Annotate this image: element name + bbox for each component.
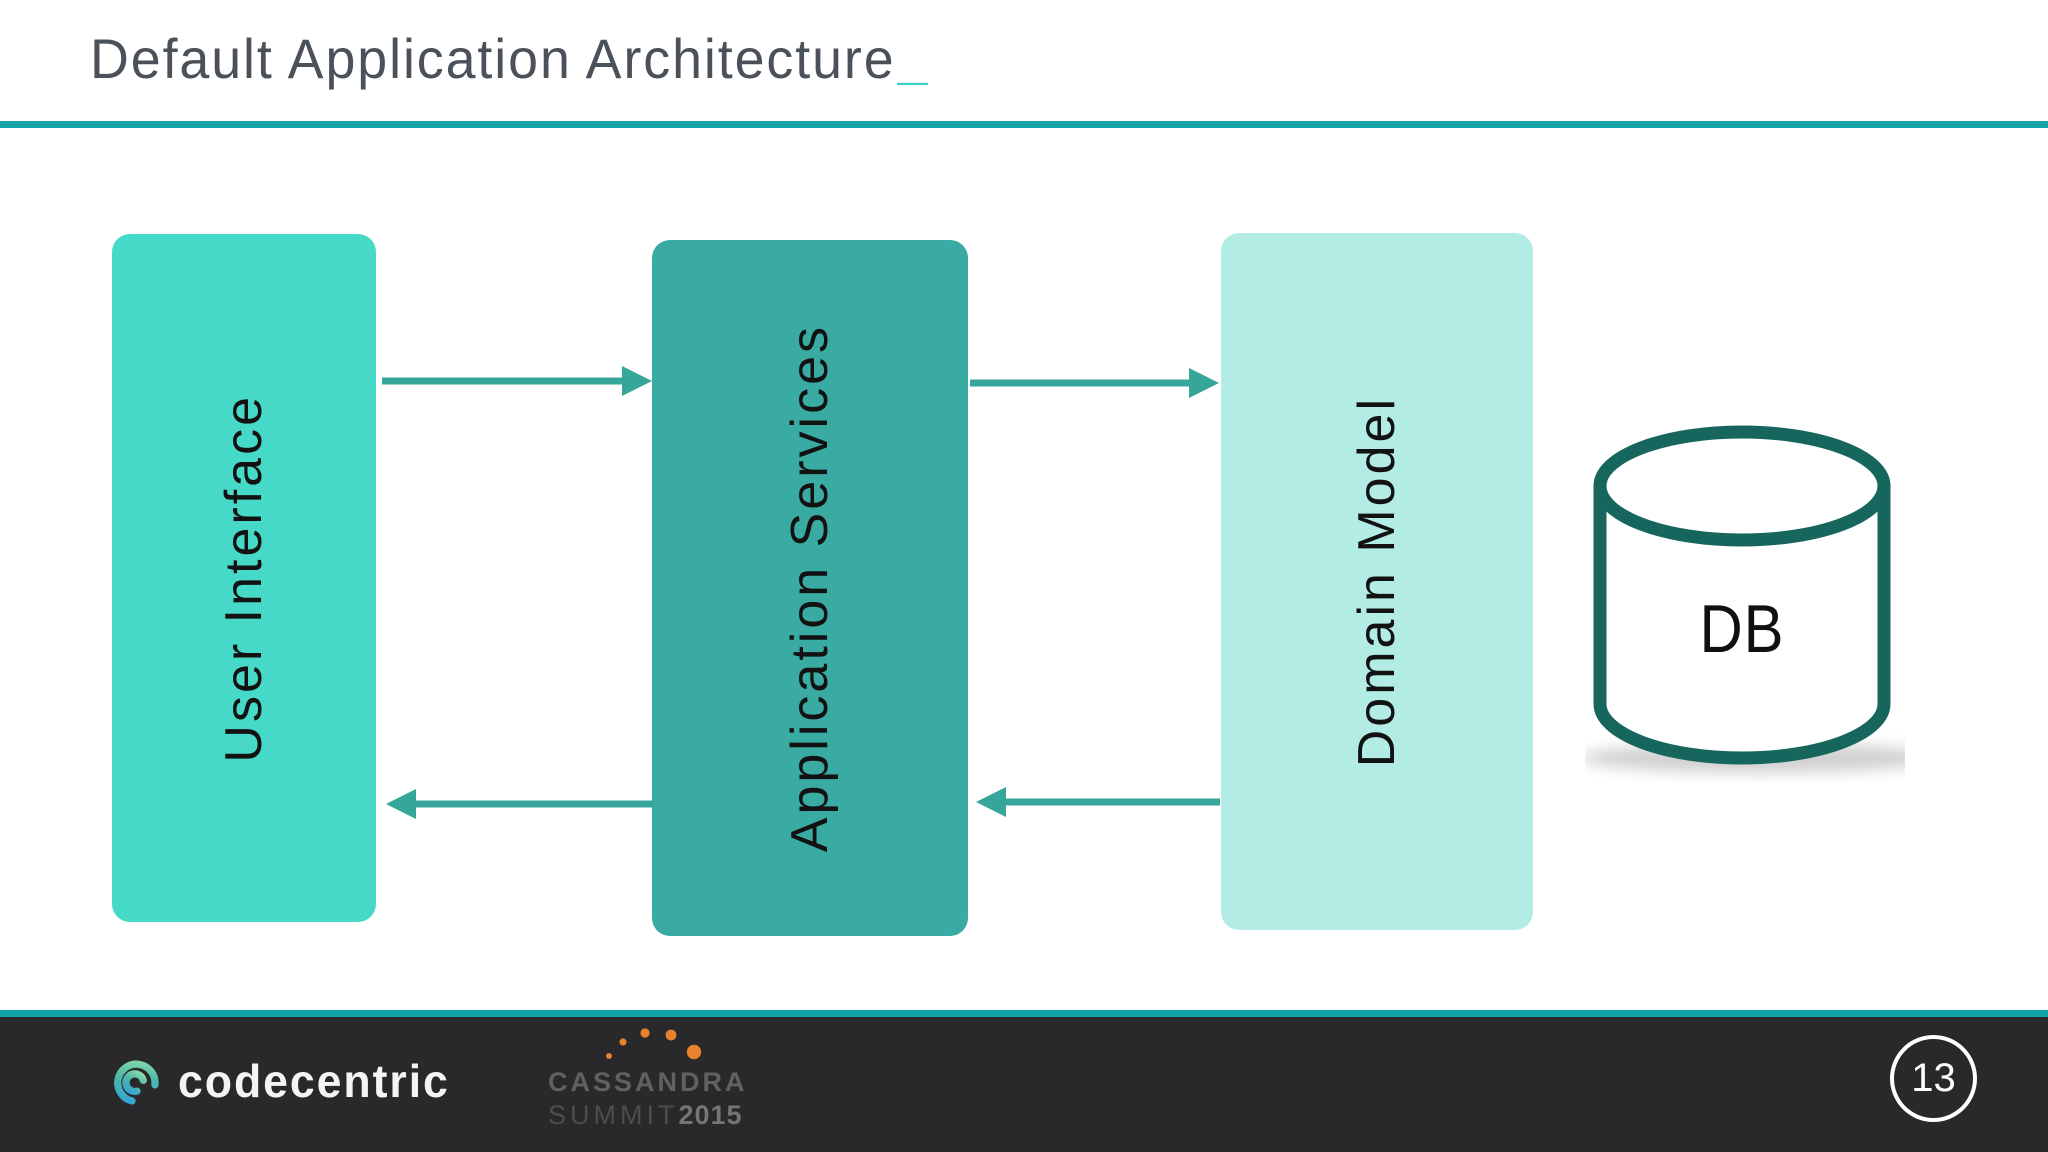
cassandra-summit-logo: CASSANDRA SUMMIT2015 bbox=[548, 1025, 748, 1131]
title-rule bbox=[0, 121, 2048, 128]
codecentric-logo: codecentric bbox=[108, 1052, 458, 1110]
title-cursor: _ bbox=[897, 27, 930, 90]
cassandra-text: CASSANDRA bbox=[548, 1067, 748, 1097]
box-application-services: Application Services bbox=[652, 240, 968, 936]
db-label: DB bbox=[1699, 591, 1785, 667]
footer: codecentric CASSANDRA SUMMIT2015 13 bbox=[0, 1017, 2048, 1152]
summit-year: 2015 bbox=[678, 1100, 743, 1130]
page-title: Default Application Architecture_ bbox=[90, 26, 929, 91]
box-user-interface: User Interface bbox=[112, 234, 376, 922]
arrow-services-to-ui bbox=[386, 789, 654, 819]
summit-word: SUMMIT bbox=[548, 1100, 679, 1130]
footer-rule bbox=[0, 1010, 2048, 1017]
codecentric-wordmark: codecentric bbox=[178, 1055, 450, 1107]
database: DB bbox=[1580, 418, 1940, 783]
arrow-domain-to-services bbox=[976, 787, 1220, 817]
summit-text: SUMMIT2015 bbox=[548, 1100, 748, 1131]
codecentric-icon bbox=[114, 1060, 159, 1105]
arrow-services-to-domain bbox=[970, 368, 1219, 398]
box-domain-model: Domain Model bbox=[1221, 233, 1533, 930]
db-cylinder-icon bbox=[1580, 425, 1940, 773]
page-number: 13 bbox=[1911, 1056, 1956, 1100]
page-number-badge: 13 bbox=[1890, 1035, 1977, 1122]
arrow-ui-to-services bbox=[382, 366, 652, 396]
cassandra-dots-icon bbox=[606, 1028, 702, 1060]
page-title-text: Default Application Architecture bbox=[90, 27, 896, 90]
